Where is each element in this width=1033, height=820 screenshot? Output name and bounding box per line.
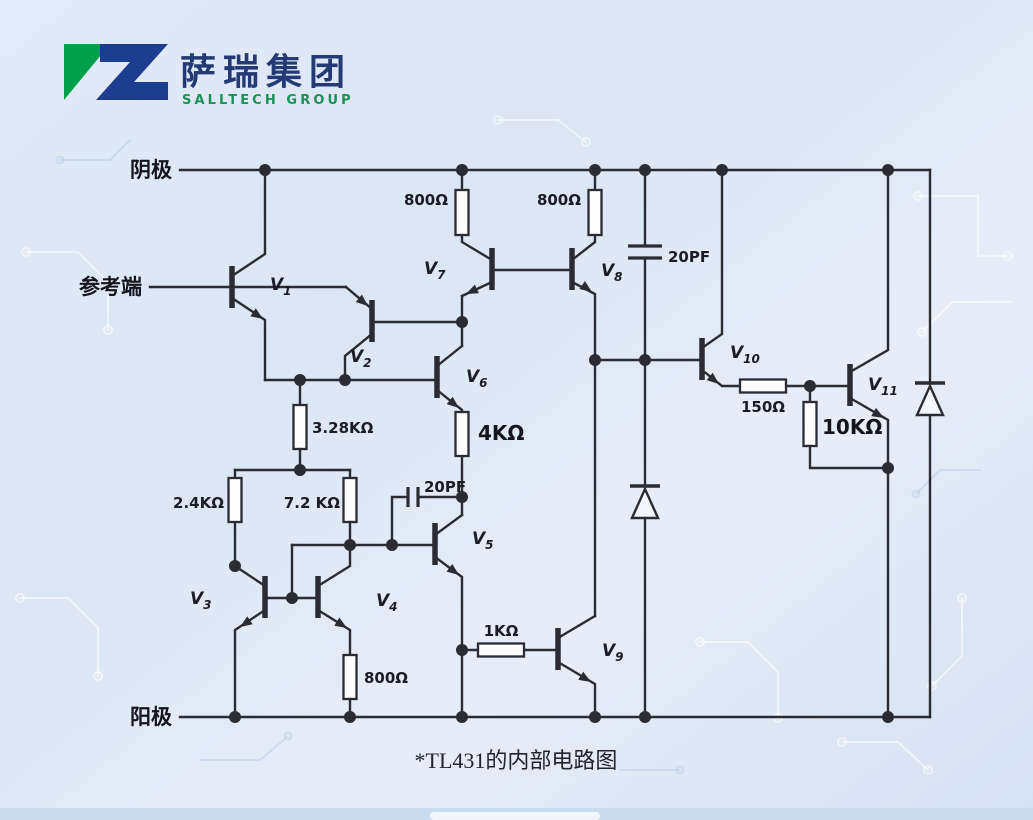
label-r4k: 4KΩ: [478, 421, 524, 445]
label-v1: V1: [270, 275, 292, 298]
reference-label: 参考端: [79, 275, 142, 299]
junction-dots: [229, 164, 894, 723]
cathode-label: 阴极: [130, 158, 173, 182]
resistor-1k: [460, 642, 526, 658]
transistor-v2: [343, 285, 464, 382]
label-c20pf-top: 20PF: [668, 248, 710, 266]
logo-company-name: 萨瑞集团: [180, 52, 352, 93]
label-r150: 150Ω: [741, 398, 785, 416]
capacitor-20pf-top: [628, 168, 662, 488]
label-v7: V7: [424, 259, 446, 282]
capacitor-20pf-mid: [390, 487, 464, 547]
label-r7-2k: 7.2 KΩ: [284, 494, 340, 512]
label-v4: V4: [376, 591, 398, 614]
label-r10k: 10KΩ: [822, 415, 882, 439]
label-r3-28k: 3.28KΩ: [312, 419, 374, 437]
transistor-v9: [522, 614, 597, 719]
resistor-4k: [454, 410, 470, 458]
logo: 萨瑞集团 SALLTECH GROUP: [64, 44, 354, 108]
transistor-v11: [784, 168, 890, 719]
bottom-band-highlight: [430, 812, 600, 820]
transistor-v5: [290, 454, 464, 719]
diode-d1: [630, 484, 660, 719]
transistor-v4: [315, 543, 352, 657]
logo-company-name-en: SALLTECH GROUP: [182, 93, 354, 108]
resistor-800-right: [587, 168, 603, 237]
label-c20pf-mid: 20PF: [424, 478, 466, 496]
resistor-10k: [802, 384, 890, 470]
resistor-2-4k: [227, 468, 243, 524]
transistor-v1: [229, 168, 267, 382]
label-r1k: 1KΩ: [484, 622, 519, 640]
label-v2: V2: [350, 347, 372, 370]
circuit-pattern-decoration-2: [55, 139, 981, 775]
anode-label: 阳极: [130, 705, 173, 729]
transistor-v7: [460, 233, 574, 299]
logo-mark-icon: [64, 44, 168, 100]
label-v6: V6: [466, 367, 488, 390]
circuit-pattern-decoration: [15, 115, 1013, 775]
cathode-rail: [178, 168, 932, 719]
label-v11: V11: [868, 375, 898, 398]
label-r800-right: 800Ω: [537, 191, 581, 209]
label-r800-left: 800Ω: [404, 191, 448, 209]
label-v5: V5: [472, 529, 494, 552]
label-v3: V3: [190, 589, 212, 612]
transistor-v8: [569, 233, 597, 618]
diode-d2: [915, 381, 945, 417]
label-r2-4k: 2.4KΩ: [173, 494, 224, 512]
diagram-caption: *TL431的内部电路图: [415, 748, 618, 773]
label-v8: V8: [601, 261, 623, 284]
label-v9: V9: [602, 641, 624, 664]
resistor-800-left: [454, 168, 470, 237]
label-v10: V10: [730, 343, 760, 366]
label-r800-bottom: 800Ω: [364, 669, 408, 687]
resistor-150: [738, 378, 788, 394]
